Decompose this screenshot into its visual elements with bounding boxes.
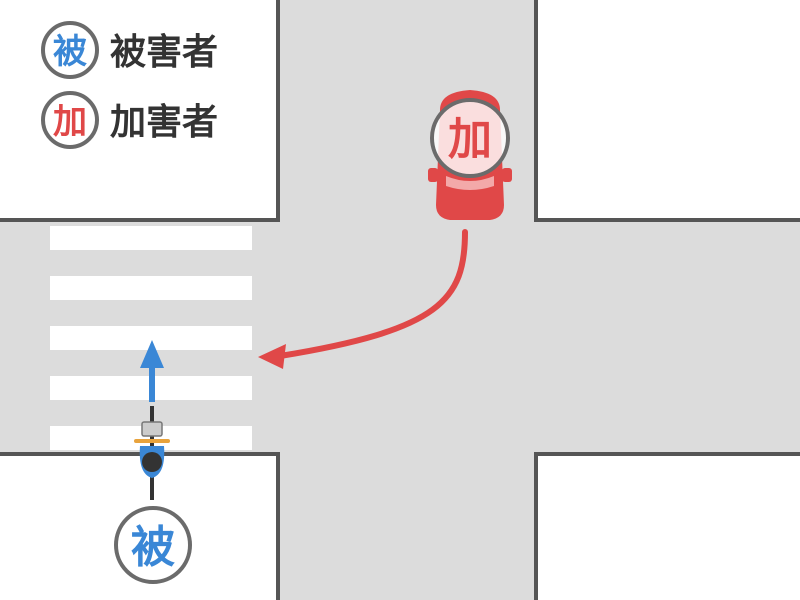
car-mirror-right-icon — [502, 168, 512, 182]
legend-perpetrator-label: 加害者 — [110, 102, 218, 143]
legend-perpetrator-symbol: 加 — [53, 102, 87, 142]
bicycle-basket-icon — [141, 421, 163, 437]
victim-marker: 被 — [114, 506, 192, 584]
perpetrator-path-line — [277, 229, 468, 359]
legend-perpetrator: 加 加害者 — [41, 91, 218, 149]
victim-marker-ring — [114, 506, 192, 584]
crosswalk-stripe — [50, 226, 252, 250]
legend-victim-symbol: 被 — [53, 32, 87, 72]
perpetrator-arrowhead-icon — [258, 344, 286, 369]
perpetrator-car: 加 — [428, 90, 512, 220]
car-windshield-icon — [446, 176, 494, 190]
legend-victim: 被 被害者 — [41, 21, 218, 79]
legend-victim-label: 被害者 — [110, 32, 218, 73]
block-top-right — [536, 0, 800, 220]
car-mirror-left-icon — [428, 168, 438, 182]
perpetrator-badge-icon — [41, 91, 99, 149]
curb-bottom-left — [0, 452, 280, 600]
victim-marker-symbol: 被 — [131, 522, 175, 573]
curb-top-left — [0, 0, 280, 222]
victim-arrowhead-icon — [140, 340, 164, 368]
block-bottom-right — [536, 454, 800, 600]
curb-bottom-right — [534, 452, 800, 600]
legend: 被 被害者 加 加害者 — [41, 21, 218, 149]
victim-badge-icon — [41, 21, 99, 79]
rider-head-icon — [142, 452, 162, 472]
perpetrator-marker-ring — [430, 98, 510, 178]
crosswalk-stripe — [50, 276, 252, 300]
perpetrator-marker-symbol: 加 — [448, 114, 492, 165]
curb-top-right — [534, 0, 800, 222]
victim-bicycle — [134, 406, 170, 500]
